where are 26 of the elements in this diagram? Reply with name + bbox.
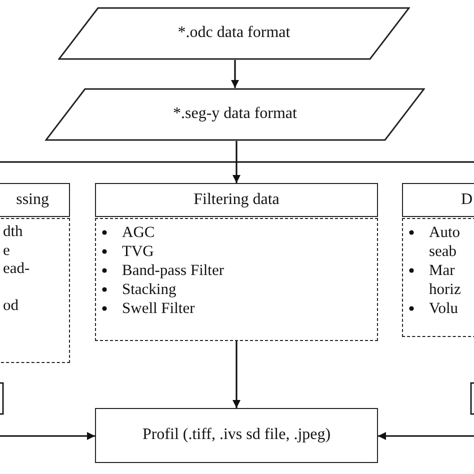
process-box — [95, 183, 378, 217]
box-label: Filtering data — [194, 190, 280, 210]
list-item: TVG — [122, 242, 154, 261]
list-item: Stacking — [122, 280, 176, 299]
list-item: od — [3, 297, 20, 316]
box-label: ssing — [16, 190, 49, 210]
list-item: ead- — [3, 260, 31, 278]
list-item: e — [3, 242, 11, 260]
arrow — [231, 60, 239, 88]
process-box — [95, 408, 378, 463]
list-item: Mar horiz — [429, 261, 462, 299]
box-label: Profil (.tiff, .ivs sd file, .jpeg) — [142, 426, 331, 445]
box-label: D — [461, 190, 473, 210]
arrow — [378, 432, 474, 440]
list-item: dth — [3, 223, 24, 242]
list-item: AGC — [122, 223, 155, 242]
arrow — [0, 432, 95, 440]
arrow — [232, 341, 240, 408]
list-item: Volu — [429, 299, 458, 318]
list-item: Band-pass Filter — [122, 261, 224, 280]
arrow — [0, 140, 474, 184]
list-item: Auto seab — [429, 223, 461, 261]
format-label: *.seg-y data format — [173, 105, 297, 124]
format-label: *.odc data format — [178, 24, 290, 43]
dashed-list-box — [95, 218, 378, 341]
list-item: Swell Filter — [122, 299, 195, 318]
